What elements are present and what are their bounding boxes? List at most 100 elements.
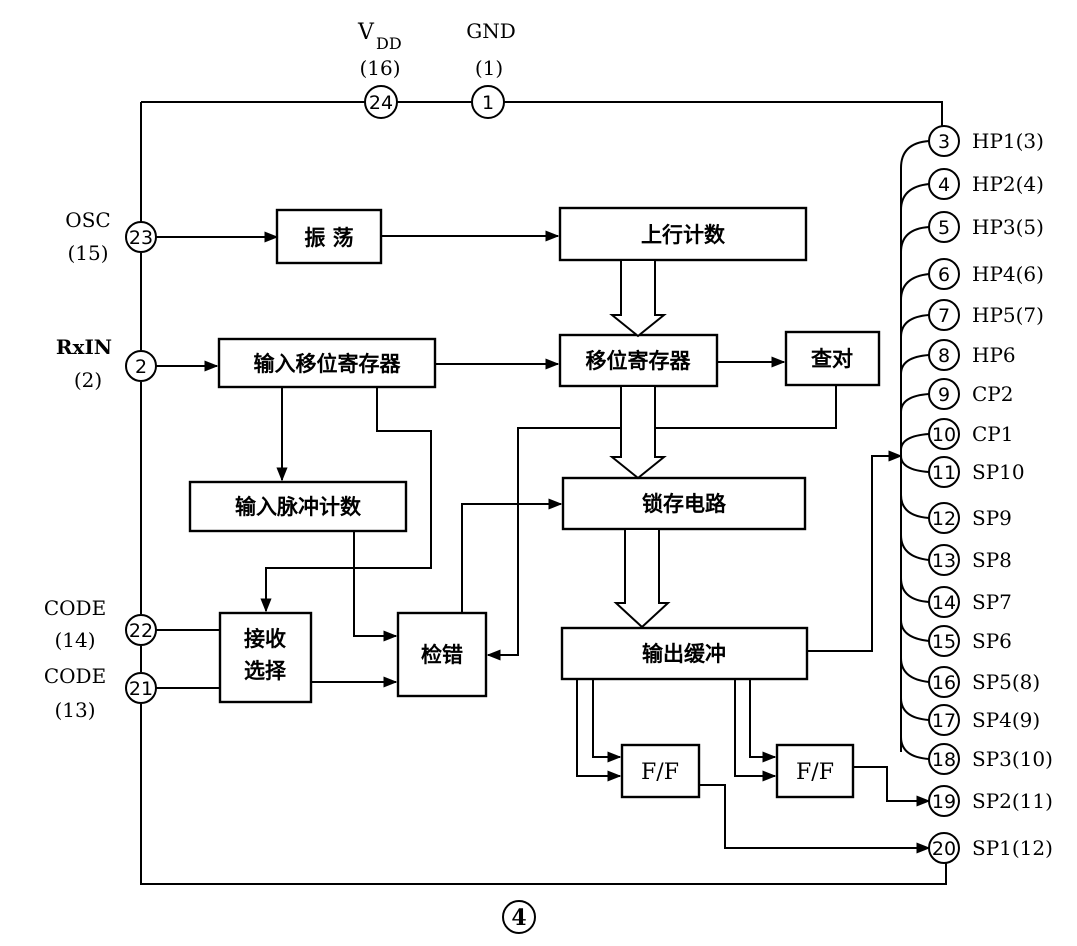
pin-10: 10 <box>928 418 960 450</box>
pin-24: 24 <box>364 85 398 119</box>
osc-pin-label: (15) <box>67 241 108 265</box>
right-labels: HP1(3) HP2(4) HP3(5) HP4(6) HP5(7) HP6 C… <box>972 129 1053 860</box>
bus-tap-4 <box>900 183 930 211</box>
right-pin-bus <box>900 140 930 760</box>
pin-22: 22 <box>125 614 157 646</box>
svg-text:8: 8 <box>938 345 950 367</box>
pin-9: 9 <box>928 378 960 410</box>
pins: 24 1 23 2 22 21 3 4 5 6 7 8 9 10 11 12 1… <box>125 85 960 864</box>
label-pin-18: SP3(10) <box>972 747 1053 771</box>
bus-tap-18 <box>900 736 930 760</box>
pin-5: 5 <box>928 211 960 243</box>
output-buffer-label: 输出缓冲 <box>642 642 726 666</box>
label-pin-3: HP1(3) <box>972 129 1044 153</box>
vdd-subscript: DD <box>376 34 402 53</box>
bus-tap-3 <box>900 140 930 169</box>
bus-tap-10 <box>900 433 930 451</box>
svg-text:17: 17 <box>932 710 956 732</box>
osc-label: OSC <box>65 208 110 232</box>
svg-text:20: 20 <box>932 838 956 860</box>
pin-3: 3 <box>928 125 960 157</box>
bus-tap-9 <box>900 393 930 413</box>
select-label: 选择 <box>244 659 287 683</box>
label-pin-15: SP6 <box>972 629 1012 653</box>
block-labels: 振 荡 上行计数 输入移位寄存器 移位寄存器 查对 输入脉冲计数 锁存电路 接收… <box>235 223 853 785</box>
wire-buf-bus <box>807 450 903 652</box>
pin-1: 1 <box>471 85 505 119</box>
wire-ff2-pin19 <box>853 766 931 807</box>
wire-pulse-error <box>353 531 398 642</box>
label-pin-9: CP2 <box>972 382 1013 406</box>
label-pin-4: HP2(4) <box>972 172 1044 196</box>
oscillator-label: 振 荡 <box>304 226 353 250</box>
up-counter-block <box>558 206 808 262</box>
svg-text:22: 22 <box>129 620 153 642</box>
blocks <box>188 206 881 799</box>
bus-arrows <box>609 259 671 629</box>
wire-error-latch <box>461 498 563 613</box>
pin-12: 12 <box>928 502 960 534</box>
pin-13: 13 <box>928 544 960 576</box>
svg-text:3: 3 <box>938 131 950 153</box>
error-check-label: 检错 <box>421 643 463 667</box>
wire-check-error <box>486 385 837 661</box>
svg-text:12: 12 <box>932 508 956 530</box>
power-labels: V DD (16) GND (1) <box>357 19 516 80</box>
signal-wires <box>156 230 931 854</box>
pin-18: 18 <box>928 743 960 775</box>
receive-label: 接收 <box>244 627 286 651</box>
label-pin-20: SP1(12) <box>972 836 1053 860</box>
svg-text:6: 6 <box>938 264 950 286</box>
label-pin-10: CP1 <box>972 422 1013 446</box>
svg-text:14: 14 <box>932 592 956 614</box>
bus-arrow-counter-shift <box>609 259 667 338</box>
pin-19: 19 <box>928 785 960 817</box>
check-label: 查对 <box>811 347 853 371</box>
svg-text:23: 23 <box>129 227 153 249</box>
svg-text:5: 5 <box>938 217 950 239</box>
svg-text:21: 21 <box>129 678 153 700</box>
pin-11: 11 <box>928 456 960 488</box>
label-pin-13: SP8 <box>972 548 1012 572</box>
svg-text:7: 7 <box>938 305 950 327</box>
label-pin-5: HP3(5) <box>972 215 1044 239</box>
pin-21: 21 <box>125 672 157 704</box>
rxin-label: RxIN <box>56 335 112 359</box>
output-buffer-block <box>560 626 809 681</box>
code-22-label: CODE <box>44 596 106 620</box>
code-21-label: CODE <box>44 664 106 688</box>
flip-flop-1-block <box>620 743 701 799</box>
label-pin-16: SP5(8) <box>972 670 1040 694</box>
flip-flop-1-label: F/F <box>641 760 679 785</box>
wire-buf-ff1-b <box>592 679 622 763</box>
wire-buf-ff2-b <box>749 679 777 763</box>
input-pulse-count-block <box>188 480 408 533</box>
vdd-pin-label: (16) <box>359 56 400 80</box>
input-shift-register-label: 输入移位寄存器 <box>254 352 402 376</box>
label-pin-12: SP9 <box>972 506 1012 530</box>
receive-select-block <box>218 611 313 704</box>
bus-tap-17 <box>900 697 930 721</box>
flip-flop-2-block <box>775 743 855 799</box>
pin-20: 20 <box>928 832 960 864</box>
label-pin-11: SP10 <box>972 460 1025 484</box>
bus-tap-5 <box>900 226 930 253</box>
svg-text:24: 24 <box>369 92 393 114</box>
pin-7: 7 <box>928 299 960 331</box>
gnd-pin-label: (1) <box>475 56 503 80</box>
pin-16: 16 <box>928 666 960 698</box>
bus-tap-14 <box>900 577 930 603</box>
bus-tap-16 <box>900 657 930 683</box>
pin-17: 17 <box>928 704 960 736</box>
wire-shift-recv <box>260 387 432 613</box>
vdd-label: V <box>357 20 375 45</box>
check-block <box>784 330 881 387</box>
svg-text:19: 19 <box>932 791 956 813</box>
svg-text:11: 11 <box>932 462 956 484</box>
gnd-label: GND <box>466 19 516 43</box>
pin-2: 2 <box>125 350 157 382</box>
pin-8: 8 <box>928 339 960 371</box>
label-pin-7: HP5(7) <box>972 303 1044 327</box>
